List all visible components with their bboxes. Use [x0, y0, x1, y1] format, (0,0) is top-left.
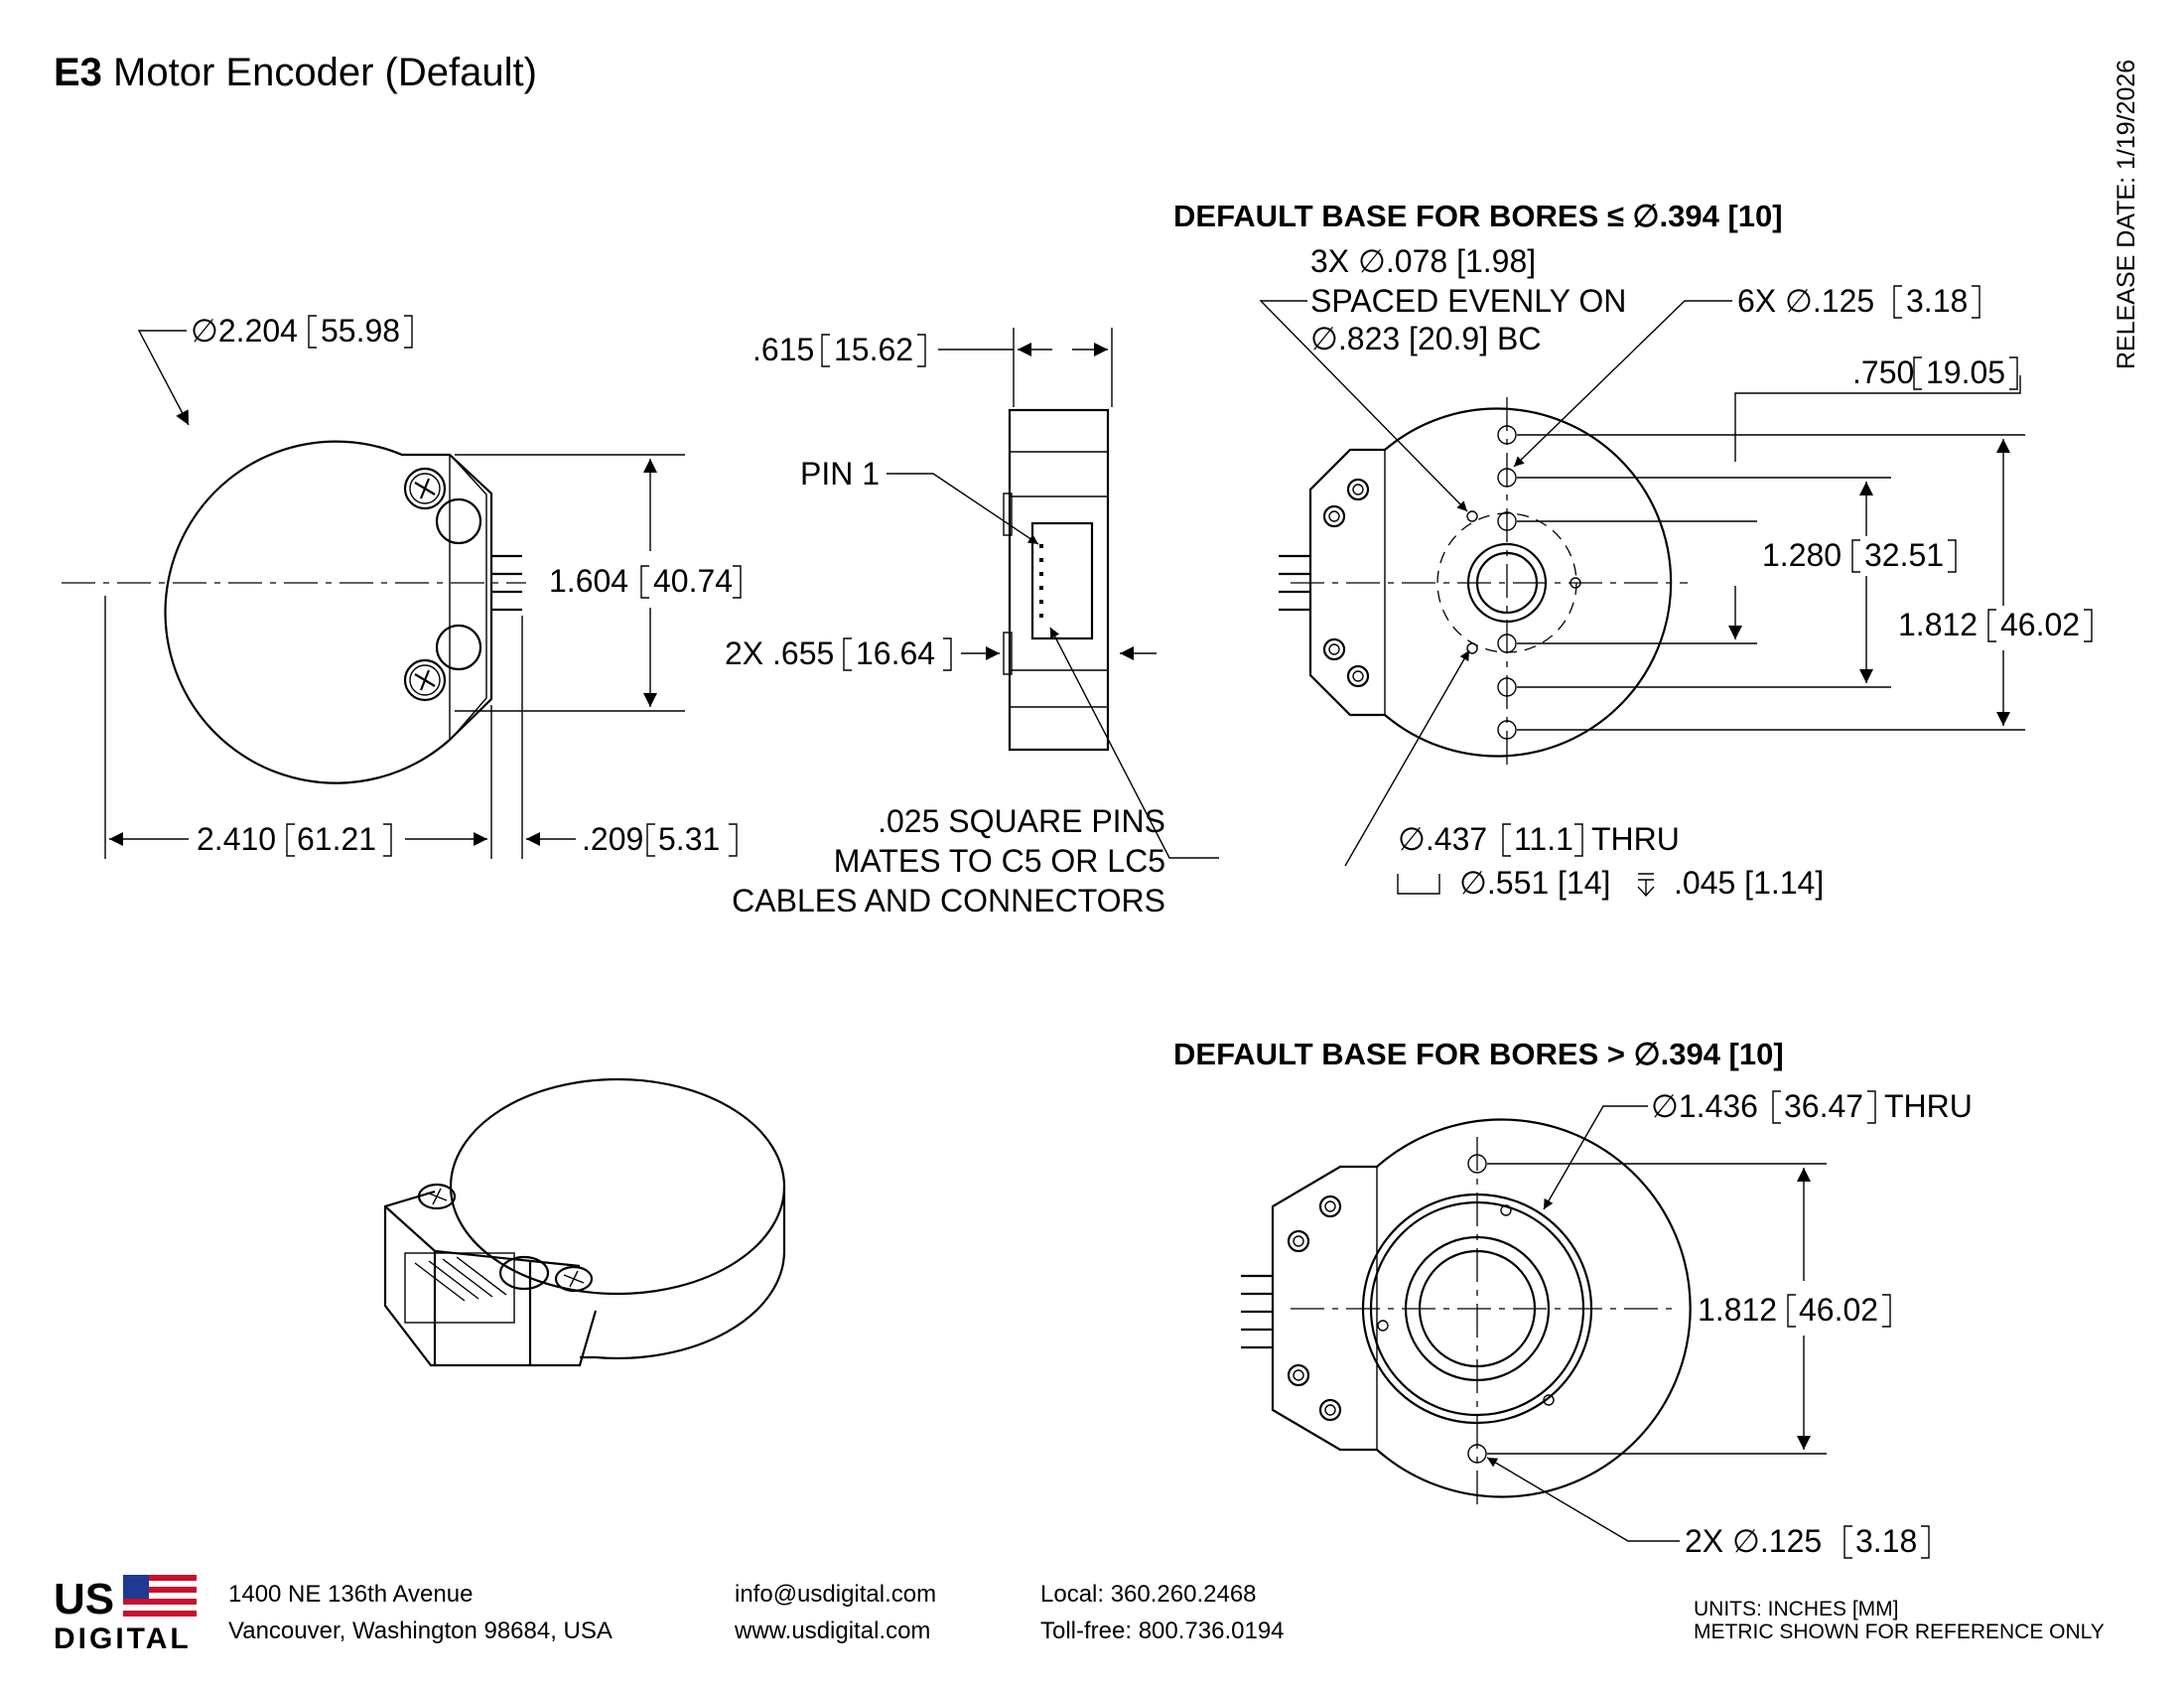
- screw-boss: [435, 497, 482, 545]
- svg-text:2X ∅.125: 2X ∅.125: [1685, 1523, 1822, 1559]
- dim-diameter: ∅2.204 55.98: [191, 313, 413, 349]
- svg-text:11.1: 11.1: [1514, 821, 1573, 857]
- svg-text:DIGITAL: DIGITAL: [54, 1622, 192, 1655]
- dim-width: 2.410 61.21: [197, 821, 392, 857]
- units-note: UNITS: INCHES [MM]: [1694, 1598, 1899, 1620]
- svg-text:.750: .750: [1852, 354, 1914, 390]
- isometric-view: [383, 1077, 786, 1367]
- dim-thru-small: ∅.437 11.1 THRU: [1398, 821, 1680, 857]
- svg-text:2X .655: 2X .655: [725, 635, 834, 671]
- dim-thru-large: ∅1.436 36.47 THRU: [1651, 1088, 1973, 1124]
- svg-text:46.02: 46.02: [2000, 607, 2080, 642]
- screw-icon: [403, 658, 447, 702]
- svg-text:3.18: 3.18: [1906, 283, 1968, 319]
- svg-text:CABLES AND CONNECTORS: CABLES AND CONNECTORS: [732, 883, 1165, 918]
- screw-icon: [403, 467, 447, 510]
- counterbore-note: ∅.551 [14] .045 [1.14]: [1397, 865, 1824, 901]
- svg-text:6X ∅.125: 6X ∅.125: [1737, 283, 1874, 319]
- note-3x-holes: 3X ∅.078 [1.98] SPACED EVENLY ON ∅.823 […: [1310, 243, 1626, 356]
- svg-text:61.21: 61.21: [297, 821, 376, 857]
- phone-tollfree: Toll-free: 800.736.0194: [1040, 1618, 1285, 1644]
- svg-text:46.02: 46.02: [1799, 1292, 1878, 1328]
- svg-text:.045 [1.14]: .045 [1.14]: [1674, 865, 1824, 901]
- release-date: RELEASE DATE: 1/19/2026: [2113, 60, 2140, 369]
- email-link[interactable]: info@usdigital.com: [735, 1581, 936, 1608]
- svg-text:SPACED EVENLY ON: SPACED EVENLY ON: [1310, 283, 1626, 319]
- svg-text:1.604: 1.604: [549, 563, 628, 599]
- svg-text:∅.823 [20.9] BC: ∅.823 [20.9] BC: [1310, 321, 1541, 356]
- screw-icon: [417, 1183, 457, 1210]
- dim-2x-holes: 2X ∅.125 3.18: [1685, 1523, 1930, 1559]
- base-view-small-bore: DEFAULT BASE FOR BORES ≤ ∅.394 [10]: [1173, 199, 2093, 901]
- phone-local: Local: 360.260.2468: [1040, 1581, 1257, 1608]
- dim-1812-small: 1.812 46.02: [1898, 607, 2093, 642]
- depth-icon: [1637, 873, 1655, 898]
- svg-text:1.812: 1.812: [1898, 607, 1978, 642]
- front-body-outline: [164, 440, 493, 784]
- svg-text:.025 SQUARE PINS: .025 SQUARE PINS: [878, 803, 1165, 839]
- screw-icon: [554, 1265, 594, 1293]
- base-small-heading: DEFAULT BASE FOR BORES ≤ ∅.394 [10]: [1173, 199, 1783, 233]
- address-line-1: 1400 NE 136th Avenue: [228, 1581, 473, 1608]
- front-view: ∅2.204 55.98 1.604 40.74 2.410 61.21: [62, 313, 742, 859]
- dim-height: 1.604 40.74: [549, 563, 742, 599]
- svg-text:∅.437: ∅.437: [1398, 821, 1487, 857]
- svg-text:US: US: [54, 1575, 114, 1623]
- connector-pins: [491, 554, 522, 612]
- pin1-label: PIN 1: [800, 456, 880, 492]
- svg-text:THRU: THRU: [1591, 821, 1680, 857]
- counterbore-icon: [1397, 874, 1440, 895]
- dim-1812-large: 1.812 46.02: [1698, 1292, 1891, 1328]
- svg-text:32.51: 32.51: [1864, 537, 1944, 573]
- svg-text:∅.551 [14]: ∅.551 [14]: [1459, 865, 1610, 901]
- svg-text:40.74: 40.74: [653, 563, 733, 599]
- svg-text:MATES TO C5 OR LC5: MATES TO C5 OR LC5: [834, 843, 1165, 879]
- screw-boss: [435, 624, 482, 671]
- svg-text:36.47: 36.47: [1784, 1088, 1863, 1124]
- svg-text:19.05: 19.05: [1926, 354, 2005, 390]
- svg-text:∅1.436: ∅1.436: [1651, 1088, 1758, 1124]
- svg-text:5.31: 5.31: [658, 821, 720, 857]
- svg-text:1.280: 1.280: [1762, 537, 1842, 573]
- svg-text:THRU: THRU: [1884, 1088, 1973, 1124]
- side-view: .615 15.62 PIN 1 2X .655 16.64 .025 SQUA…: [725, 328, 1219, 918]
- svg-text:2.410: 2.410: [197, 821, 276, 857]
- dim-750: .750 19.05: [1852, 354, 2018, 390]
- svg-text:3X ∅.078 [1.98]: 3X ∅.078 [1.98]: [1310, 243, 1536, 279]
- svg-text:16.64: 16.64: [856, 635, 935, 671]
- svg-text:15.62: 15.62: [834, 332, 913, 367]
- website-link[interactable]: www.usdigital.com: [734, 1618, 930, 1644]
- address-line-2: Vancouver, Washington 98684, USA: [228, 1618, 613, 1644]
- svg-text:.209: .209: [582, 821, 643, 857]
- pins-note: .025 SQUARE PINS MATES TO C5 OR LC5 CABL…: [732, 803, 1165, 918]
- svg-text:.615: .615: [752, 332, 814, 367]
- svg-text:1.812: 1.812: [1698, 1292, 1777, 1328]
- svg-text:3.18: 3.18: [1855, 1523, 1917, 1559]
- dim-6x-holes: 6X ∅.125 3.18: [1737, 283, 1980, 319]
- drawing-title: E3 Motor Encoder (Default): [54, 51, 537, 94]
- dim-connector-width: 2X .655 16.64: [725, 635, 952, 671]
- base-view-large-bore: DEFAULT BASE FOR BORES > ∅.394 [10] 1.81…: [1173, 1037, 1973, 1559]
- base-large-heading: DEFAULT BASE FOR BORES > ∅.394 [10]: [1173, 1037, 1784, 1071]
- svg-text:∅2.204: ∅2.204: [191, 313, 298, 349]
- dim-pin-length: .209 5.31: [582, 821, 738, 857]
- dim-1280: 1.280 32.51: [1762, 537, 1957, 573]
- connector-pin-row: [1039, 544, 1043, 618]
- svg-text:55.98: 55.98: [321, 313, 400, 349]
- metric-note: METRIC SHOWN FOR REFERENCE ONLY: [1694, 1620, 2105, 1643]
- dim-thickness: .615 15.62: [752, 332, 926, 367]
- company-logo: US DIGITAL: [54, 1575, 197, 1655]
